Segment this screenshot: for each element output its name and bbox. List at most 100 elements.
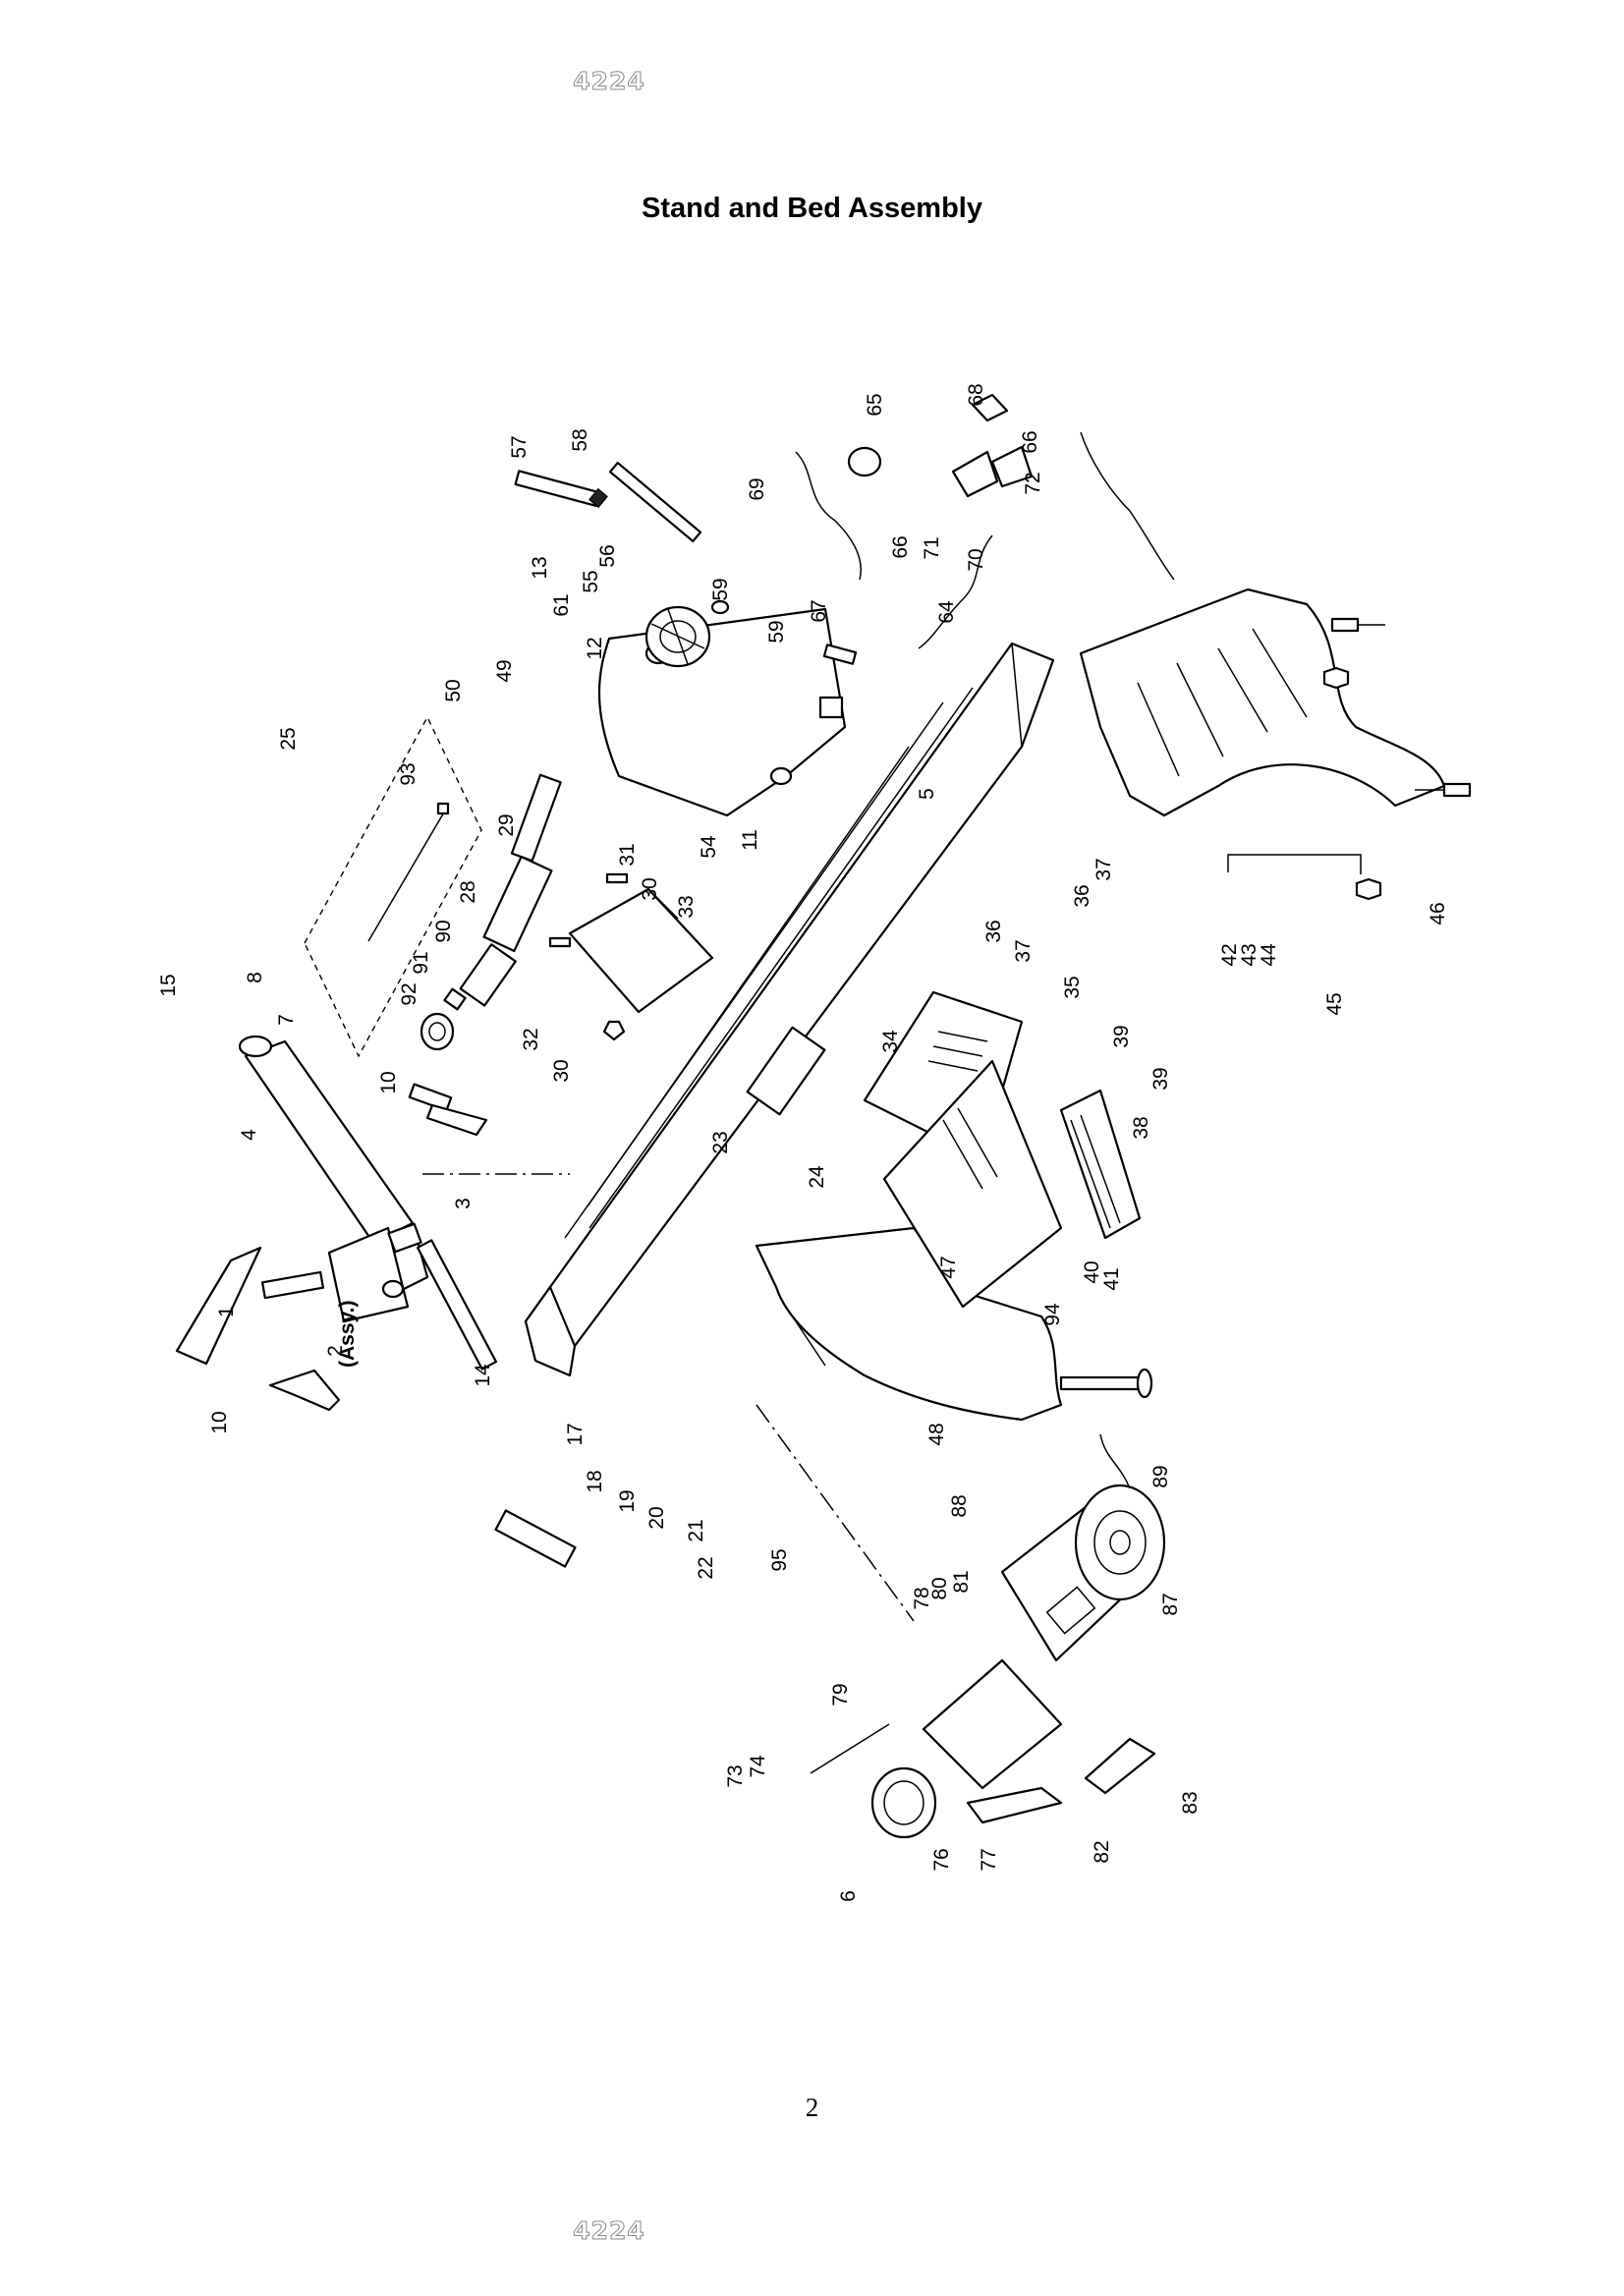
tool-rest-assembly [175, 1035, 577, 1568]
stand-leg-left [755, 1226, 1153, 1422]
callout-76: 76 [930, 1848, 953, 1871]
callout-37: 37 [1012, 939, 1035, 962]
callout-1: 1 [215, 1306, 238, 1317]
callout-59: 59 [765, 620, 788, 643]
callout-94: 94 [1041, 1303, 1064, 1326]
callout-61: 61 [550, 593, 573, 616]
callout-49: 49 [493, 659, 516, 682]
callout-74: 74 [747, 1755, 769, 1778]
callout-28: 28 [457, 880, 479, 903]
callout-7: 7 [275, 1014, 298, 1026]
callout-70: 70 [965, 548, 987, 571]
callout-54: 54 [698, 835, 720, 859]
callout-39: 39 [1149, 1067, 1172, 1090]
callout-40: 40 [1081, 1260, 1103, 1283]
callout-18: 18 [584, 1470, 606, 1492]
callout-89: 89 [1149, 1465, 1172, 1487]
callout-36: 36 [1071, 884, 1093, 907]
callout-47: 47 [937, 1256, 960, 1278]
callout-35: 35 [1061, 976, 1084, 998]
callout-42: 42 [1218, 943, 1241, 966]
callout-29: 29 [495, 813, 518, 836]
callout-43: 43 [1238, 943, 1260, 966]
callout-65: 65 [864, 393, 886, 416]
callout-15: 15 [157, 974, 180, 996]
callout-57: 57 [508, 435, 531, 458]
page-title: Stand and Bed Assembly [641, 193, 982, 224]
callout-50: 50 [442, 679, 465, 701]
callout-67: 67 [808, 599, 830, 622]
callout-58: 58 [569, 428, 591, 451]
motor [1000, 1433, 1166, 1662]
callout-32: 32 [520, 1028, 542, 1050]
model-number-footer: 4224 [573, 2216, 645, 2246]
callout-81: 81 [950, 1570, 973, 1593]
callout-82: 82 [1091, 1840, 1113, 1863]
callout-23: 23 [709, 1131, 732, 1153]
callout-80: 80 [928, 1577, 951, 1599]
model-number-header: 4224 [573, 67, 645, 96]
callout-2: 2 [324, 1345, 347, 1357]
callout-34: 34 [879, 1030, 902, 1053]
callout-30: 30 [550, 1059, 573, 1082]
spindle [514, 461, 702, 543]
callout-92: 92 [398, 982, 420, 1005]
callout-39: 39 [1110, 1025, 1133, 1047]
callout-41: 41 [1100, 1267, 1123, 1290]
callout-38: 38 [1130, 1116, 1152, 1139]
assy-label: (Assy.) [336, 1301, 359, 1368]
callout-48: 48 [925, 1423, 948, 1445]
callout-20: 20 [645, 1506, 668, 1529]
callout-10: 10 [208, 1411, 231, 1433]
callout-24: 24 [806, 1165, 828, 1189]
tailstock-quill-assembly [304, 715, 562, 1058]
callout-87: 87 [1159, 1593, 1182, 1615]
callout-66: 66 [1019, 430, 1041, 453]
stand-leg-right [1079, 588, 1472, 901]
callout-69: 69 [746, 477, 768, 500]
callout-10: 10 [377, 1071, 400, 1093]
callout-93: 93 [397, 762, 420, 785]
callout-33: 33 [675, 895, 698, 918]
callout-11: 11 [739, 829, 761, 851]
callout-12: 12 [584, 637, 606, 659]
electrical-box [863, 990, 1142, 1309]
callout-25: 25 [277, 727, 300, 750]
headstock [597, 599, 858, 817]
callout-55: 55 [580, 570, 602, 592]
callout-91: 91 [410, 951, 432, 974]
callout-8: 8 [244, 972, 266, 983]
wiring [795, 431, 1175, 649]
callout-37: 37 [1092, 858, 1115, 880]
guard-plate [548, 872, 714, 1041]
center-lines [422, 1173, 915, 1622]
callout-90: 90 [432, 920, 455, 942]
callout-45: 45 [1323, 992, 1346, 1015]
callout-88: 88 [948, 1494, 971, 1517]
callout-95: 95 [768, 1548, 791, 1571]
callout-30: 30 [639, 877, 661, 900]
callout-78: 78 [911, 1587, 933, 1609]
callout-13: 13 [529, 556, 551, 579]
callout-36: 36 [982, 920, 1005, 942]
callout-64: 64 [935, 600, 958, 624]
callout-56: 56 [596, 544, 619, 567]
callout-77: 77 [978, 1848, 1000, 1871]
callout-14: 14 [472, 1364, 494, 1387]
callout-59: 59 [709, 578, 732, 600]
callout-31: 31 [616, 843, 639, 866]
callout-3: 3 [452, 1198, 475, 1209]
callout-68: 68 [965, 383, 987, 406]
page-number: 2 [805, 2093, 819, 2122]
callout-79: 79 [829, 1683, 852, 1706]
callout-17: 17 [564, 1423, 587, 1445]
callout-19: 19 [616, 1489, 639, 1512]
callout-22: 22 [695, 1556, 717, 1579]
callout-83: 83 [1179, 1791, 1202, 1814]
callout-46: 46 [1427, 902, 1449, 924]
motor-mount [810, 1658, 1156, 1839]
callout-labels: 1234567810101112131415171819202122232425… [157, 383, 1449, 1902]
callout-5: 5 [916, 788, 938, 800]
callout-44: 44 [1258, 943, 1280, 967]
